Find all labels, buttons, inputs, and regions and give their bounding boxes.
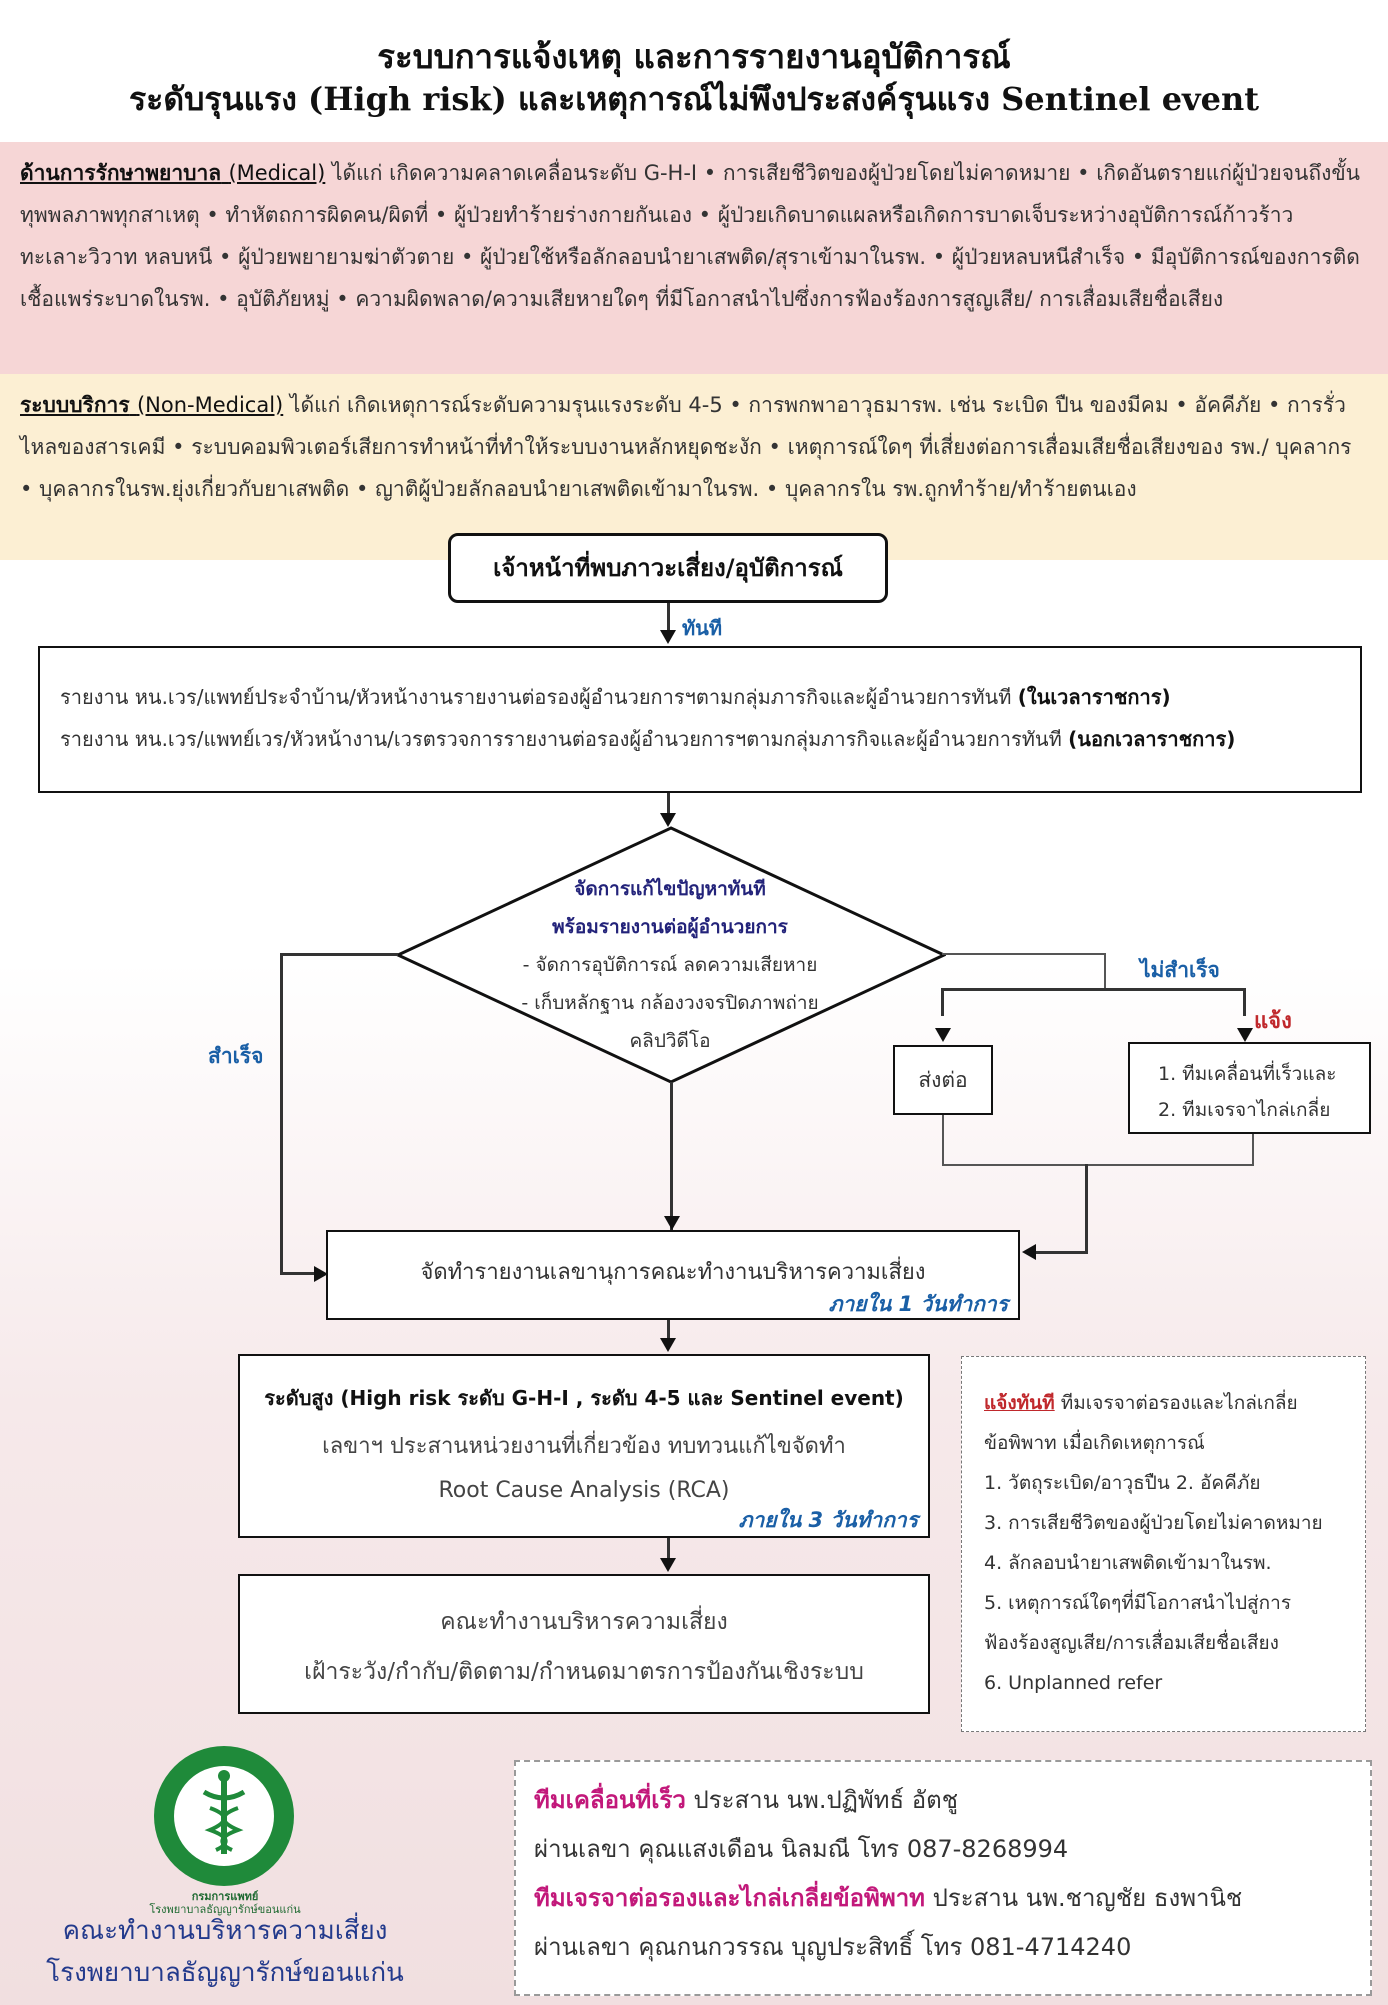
fail-label: ไม่สำเร็จ <box>1140 958 1220 982</box>
diamond-item-2: - เก็บหลักฐาน กล้องวงจรปิดภาพถ่าย <box>521 992 819 1014</box>
team-item-2: 2. ทีมเจรจาไกล่เกลี่ย <box>1158 1099 1331 1121</box>
connector <box>667 603 670 632</box>
note-item: 5. เหตุการณ์ใดๆที่มีโอกาสนำไปสู่การ <box>984 1592 1292 1614</box>
connector <box>942 1164 1254 1166</box>
logo-caption: กรมการแพทย์ โรงพยาบาลธัญญารักษ์ขอนแก่น <box>149 1890 301 1916</box>
diamond-item-3: คลิปวิดีโอ <box>629 1030 711 1052</box>
connector <box>667 1538 670 1560</box>
immediately-label: ทันที <box>682 616 723 640</box>
arrow-down <box>935 1028 951 1042</box>
note-item: 6. Unplanned refer <box>984 1672 1163 1694</box>
team1-chair: ประสาน นพ.ปฏิพัทธ์ อัตชู <box>685 1786 959 1814</box>
medical-criteria: ด้านการรักษาพยาบาล (Medical) ได้แก่ เกิด… <box>0 142 1388 374</box>
nonmedical-body: ได้แก่ เกิดเหตุการณ์ระดับความรุนแรงระดับ… <box>20 393 1352 501</box>
nonmedical-heading: ระบบบริการ (Non-Medical) <box>20 393 284 417</box>
start-box: เจ้าหน้าที่พบภาวะเสี่ยง/อุบัติการณ์ <box>448 533 888 603</box>
org-line-1: คณะทำงานบริหารความเสี่ยง <box>62 1916 388 1946</box>
medical-heading: ด้านการรักษาพยาบาล (Medical) <box>20 161 326 185</box>
org-line-2: โรงพยาบาลธัญญารักษ์ขอนแก่น <box>46 1958 404 1988</box>
connector <box>670 1082 673 1232</box>
diamond-text: จัดการแก้ไขปัญหาทันที พร้อมรายงานต่อผู้อ… <box>470 870 870 1060</box>
diamond-item-1: - จัดการอุบัติการณ์ ลดความเสียหาย <box>522 954 818 976</box>
report-out-tag: (นอกเวลาราชการ) <box>1068 727 1236 751</box>
organization-name: คณะทำงานบริหารความเสี่ยง โรงพยาบาลธัญญาร… <box>40 1910 410 1994</box>
note-head: แจ้งทันที <box>984 1392 1055 1414</box>
arrow-down <box>660 813 676 827</box>
connector <box>1243 988 1246 1016</box>
arrow-down <box>664 1216 680 1230</box>
connector <box>280 953 398 956</box>
contact-box: ทีมเคลื่อนที่เร็ว ประสาน นพ.ปฏิพัทธ์ อัต… <box>514 1760 1372 1996</box>
connector <box>941 988 944 1016</box>
arrow-down <box>660 630 676 644</box>
connector <box>1252 1134 1254 1166</box>
nonmedical-criteria: ระบบบริการ (Non-Medical) ได้แก่ เกิดเหตุ… <box>0 374 1388 560</box>
team1-name: ทีมเคลื่อนที่เร็ว <box>534 1786 686 1814</box>
refer-box: ส่งต่อ <box>893 1045 993 1115</box>
high-risk-box: ระดับสูง (High risk ระดับ G-H-I , ระดับ … <box>238 1354 930 1538</box>
note-head-rest: ทีมเจรจาต่อรองและไกล่เกลี่ย <box>1054 1392 1298 1414</box>
notify-label: แจ้ง <box>1254 1009 1292 1034</box>
connector <box>1036 1251 1088 1254</box>
team2-secretary: ผ่านเลขา คุณกนกวรรณ บุญประสิทธิ์ โทร 081… <box>534 1933 1132 1961</box>
arrow-left <box>1022 1244 1036 1260</box>
secretary-report-label: จัดทำรายงานเลขานุการคณะทำงานบริหารความเส… <box>420 1260 926 1285</box>
committee-line-2: เฝ้าระวัง/กำกับ/ติดตาม/กำหนดมาตรการป้องก… <box>304 1659 864 1685</box>
success-label: สำเร็จ <box>208 1044 264 1068</box>
notify-immediately-note: แจ้งทันที ทีมเจรจาต่อรองและไกล่เกลี่ย ข้… <box>961 1356 1366 1732</box>
arrow-down <box>660 1558 676 1572</box>
medical-body: ได้แก่ เกิดความคลาดเคลื่อนระดับ G-H-I • … <box>20 161 1361 311</box>
diamond-title-1: จัดการแก้ไขปัญหาทันที <box>574 878 766 900</box>
high-risk-line-2: Root Cause Analysis (RCA) <box>438 1478 730 1503</box>
teams-box: 1. ทีมเคลื่อนที่เร็วและ 2. ทีมเจรจาไกล่เ… <box>1128 1042 1371 1134</box>
committee-box: คณะทำงานบริหารความเสี่ยง เฝ้าระวัง/กำกับ… <box>238 1574 930 1714</box>
connector <box>942 1115 944 1165</box>
within-1-day: ภายใน 1 วันทำการ <box>828 1292 1008 1316</box>
report-in-text: รายงาน หน.เวร/แพทย์ประจำบ้าน/หัวหน้างานร… <box>60 685 1018 709</box>
connector <box>280 953 283 1274</box>
team2-name: ทีมเจรจาต่อรองและไกล่เกลี่ยข้อพิพาท <box>534 1884 925 1912</box>
note-item: 4. ลักลอบนำยาเสพติดเข้ามาในรพ. <box>984 1552 1272 1574</box>
secretary-report-box: จัดทำรายงานเลขานุการคณะทำงานบริหารความเส… <box>326 1230 1020 1320</box>
refer-label: ส่งต่อ <box>918 1068 968 1092</box>
connector <box>667 793 670 815</box>
high-risk-line-1: เลขาฯ ประสานหน่วยงานที่เกี่ยวข้อง ทบทวนแ… <box>322 1434 846 1459</box>
team2-chair: ประสาน นพ.ชาญชัย ธงพานิช <box>925 1884 1243 1912</box>
connector <box>1085 1164 1088 1253</box>
team1-secretary: ผ่านเลขา คุณแสงเดือน นิลมณี โทร 087-8268… <box>534 1835 1069 1863</box>
report-in-tag: (ในเวลาราชการ) <box>1017 685 1171 709</box>
note-line-2: ข้อพิพาท เมื่อเกิดเหตุการณ์ <box>984 1432 1205 1454</box>
page-title: ระบบการแจ้งเหตุ และการรายงานอุบัติการณ์ <box>377 37 1011 76</box>
start-label: เจ้าหน้าที่พบภาวะเสี่ยง/อุบัติการณ์ <box>493 554 843 582</box>
connector <box>941 988 1246 991</box>
team-item-1: 1. ทีมเคลื่อนที่เร็วและ <box>1158 1063 1337 1085</box>
connector <box>942 953 1106 955</box>
note-item: ฟ้องร้องสูญเสีย/การเสื่อมเสียชื่อเสียง <box>984 1632 1279 1654</box>
connector <box>1104 953 1106 989</box>
note-item: 1. วัตถุระเบิด/อาวุธปืน 2. อัคคีภัย <box>984 1472 1261 1494</box>
high-risk-title: ระดับสูง (High risk ระดับ G-H-I , ระดับ … <box>264 1386 904 1410</box>
committee-line-1: คณะทำงานบริหารความเสี่ยง <box>440 1609 728 1635</box>
connector <box>280 1272 316 1275</box>
report-box: รายงาน หน.เวร/แพทย์ประจำบ้าน/หัวหน้างานร… <box>38 646 1362 793</box>
arrow-down <box>1237 1028 1253 1042</box>
connector <box>667 1320 670 1340</box>
ministry-logo-icon <box>154 1746 294 1886</box>
page-subtitle: ระดับรุนแรง (High risk) และเหตุการณ์ไม่พ… <box>128 80 1260 118</box>
within-3-days: ภายใน 3 วันทำการ <box>738 1508 918 1532</box>
arrow-right <box>314 1266 328 1282</box>
arrow-down <box>660 1338 676 1352</box>
report-out-text: รายงาน หน.เวร/แพทย์เวร/หัวหน้างาน/เวรตรว… <box>60 727 1069 751</box>
note-item: 3. การเสียชีวิตของผู้ป่วยโดยไม่คาดหมาย <box>984 1512 1323 1534</box>
diamond-title-2: พร้อมรายงานต่อผู้อำนวยการ <box>552 916 788 938</box>
